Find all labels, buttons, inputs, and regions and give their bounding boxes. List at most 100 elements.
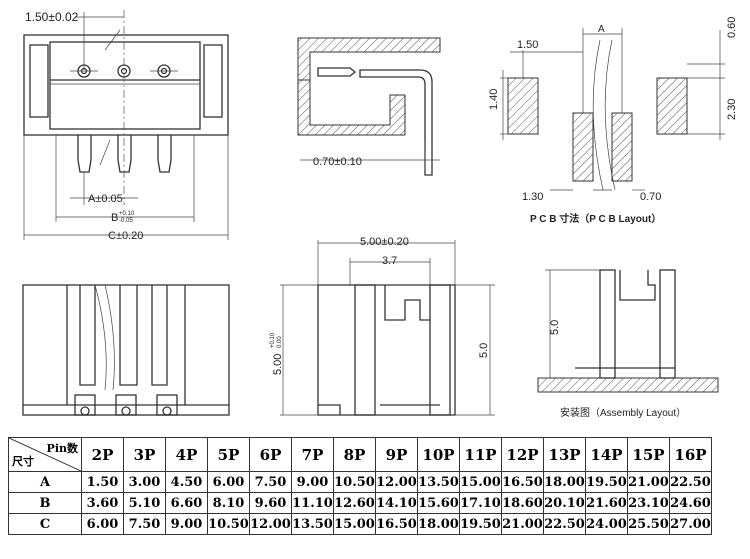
pcb-top-label: 0.60: [726, 17, 738, 38]
row-label: C: [8, 513, 82, 535]
dim-b-label: B: [111, 212, 118, 224]
table-cell: 7.50: [249, 471, 292, 493]
table-corner-cell: Pin数 尺寸: [8, 437, 82, 472]
pcb-height-label: 1.40: [488, 89, 500, 110]
table-cell: 5.10: [123, 492, 166, 514]
table-cell: 3.60: [81, 492, 124, 514]
table-cell: 19.50: [585, 471, 628, 493]
corner-diagonal: [9, 438, 81, 471]
table-cell: 15.00: [459, 471, 502, 493]
side-view: 5.00±0.20 3.7 5.00 +0.10 0.00 5.0: [270, 236, 495, 416]
corner-bottom-label: 尺寸: [12, 455, 34, 468]
assembly-view: 5.0 安装图（Assembly Layout）: [537, 269, 719, 419]
column-header: 5P: [207, 437, 250, 472]
table-cell: 6.00: [81, 513, 124, 535]
table-cell: 6.60: [165, 492, 208, 514]
table-cell: 24.60: [669, 492, 712, 514]
table-cell: 13.50: [291, 513, 334, 535]
table-cell: 15.00: [333, 513, 376, 535]
table-cell: 21.00: [501, 513, 544, 535]
column-header: 11P: [459, 437, 502, 472]
column-header: 7P: [291, 437, 334, 472]
row-label: A: [8, 471, 82, 493]
dim-a-label: A±0.05: [88, 193, 123, 205]
pcb-a-label: A: [598, 24, 605, 35]
table-cell: 13.50: [417, 471, 460, 493]
table-cell: 12.60: [333, 492, 376, 514]
pcb-pitch-label: 1.50: [517, 39, 538, 51]
table-cell: 9.60: [249, 492, 292, 514]
table-cell: 19.50: [459, 513, 502, 535]
table-cell: 22.50: [669, 471, 712, 493]
table-cell: 27.00: [669, 513, 712, 535]
inner-width-label: 3.7: [382, 255, 397, 267]
table-cell: 6.00: [207, 471, 250, 493]
pcb-layout: 1.50 A 0.60 1.40 2.30 1.30 0.70 P C B 寸法…: [488, 17, 738, 225]
table-cell: 15.60: [417, 492, 460, 514]
height-left-label: 5.00: [272, 354, 284, 375]
assembly-height-label: 5.0: [549, 320, 561, 335]
table-cell: 22.50: [543, 513, 586, 535]
table-cell: 11.10: [291, 492, 334, 514]
assembly-caption: 安装图（Assembly Layout）: [560, 406, 686, 419]
width-label: 5.00±0.20: [360, 236, 409, 248]
table-cell: 12.00: [249, 513, 292, 535]
column-header: 9P: [375, 437, 418, 472]
row-label: B: [8, 492, 82, 514]
height-left-tol-minus: 0.00: [277, 336, 283, 348]
table-cell: 18.60: [501, 492, 544, 514]
table-cell: 18.00: [417, 513, 460, 535]
column-header: 4P: [165, 437, 208, 472]
table-cell: 9.00: [291, 471, 334, 493]
front-view: [22, 284, 230, 416]
pcb-width-label: 0.70: [640, 191, 661, 203]
table-cell: 9.00: [165, 513, 208, 535]
table-cell: 16.50: [375, 513, 418, 535]
table-cell: 1.50: [81, 471, 124, 493]
column-header: 15P: [627, 437, 670, 472]
dim-b-tol-minus: -0.05: [119, 218, 133, 224]
pitch-label: 1.50±0.02: [25, 10, 79, 24]
table-cell: 14.10: [375, 492, 418, 514]
column-header: 10P: [417, 437, 460, 472]
pcb-caption: P C B 寸法（P C B Layout）: [530, 212, 661, 225]
column-header: 2P: [81, 437, 124, 472]
column-header: 6P: [249, 437, 292, 472]
column-header: 14P: [585, 437, 628, 472]
pcb-offset-label: 1.30: [522, 191, 543, 203]
column-header: 3P: [123, 437, 166, 472]
column-header: 12P: [501, 437, 544, 472]
table-cell: 21.00: [627, 471, 670, 493]
table-cell: 25.50: [627, 513, 670, 535]
table-cell: 8.10: [207, 492, 250, 514]
table-cell: 12.00: [375, 471, 418, 493]
table-cell: 24.00: [585, 513, 628, 535]
table-cell: 23.10: [627, 492, 670, 514]
table-cell: 20.10: [543, 492, 586, 514]
side-section-view: 0.70±0.10: [297, 37, 441, 176]
table-cell: 18.00: [543, 471, 586, 493]
table-cell: 4.50: [165, 471, 208, 493]
column-header: 8P: [333, 437, 376, 472]
column-header: 16P: [669, 437, 712, 472]
table-cell: 3.00: [123, 471, 166, 493]
column-header: 13P: [543, 437, 586, 472]
pcb-height2-label: 2.30: [726, 99, 738, 120]
top-view: 1.50±0.02 A±0.05 B +0.10 -0.05 C±0.20: [23, 10, 229, 242]
table-cell: 10.50: [333, 471, 376, 493]
height-right-label: 5.0: [478, 343, 490, 358]
table-cell: 7.50: [123, 513, 166, 535]
table-cell: 21.60: [585, 492, 628, 514]
table-cell: 16.50: [501, 471, 544, 493]
dim-b-tol-plus: +0.10: [119, 211, 135, 217]
height-left-tol-plus: +0.10: [270, 332, 276, 348]
table-cell: 17.10: [459, 492, 502, 514]
pin-dim-label: 0.70±0.10: [313, 156, 362, 168]
corner-top-label: Pin数: [46, 442, 78, 455]
